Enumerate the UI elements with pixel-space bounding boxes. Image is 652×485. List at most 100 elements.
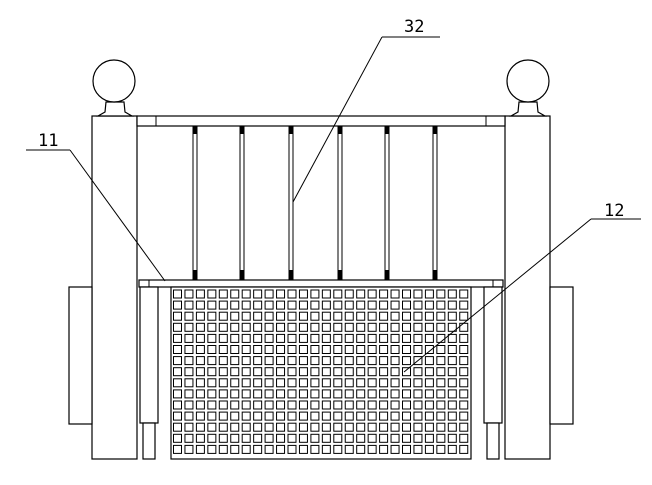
grid-cell [367, 289, 377, 299]
grid-cell [298, 422, 308, 432]
grid-cell [276, 389, 286, 399]
grid-cell [447, 300, 457, 310]
grid-cell [459, 311, 469, 321]
grid-cell [367, 422, 377, 432]
grid-cell [230, 433, 240, 443]
grid-cell [379, 422, 389, 432]
grid-cell [321, 422, 331, 432]
grid-cell [230, 411, 240, 421]
grid-cell [424, 345, 434, 354]
grid-cell [218, 322, 228, 332]
grid-cell [390, 422, 400, 432]
grid-cell [367, 378, 377, 388]
grid-cell [333, 333, 343, 343]
grid-cell [298, 378, 308, 388]
grid-cell [367, 389, 377, 399]
grid-cell [253, 367, 263, 377]
grid-cell [447, 333, 457, 343]
grid-cell [173, 300, 182, 310]
grid-cell [344, 311, 354, 321]
grid-cell [379, 300, 389, 310]
label-part-12: 12 [604, 201, 624, 221]
middle-rail [138, 279, 504, 288]
mesh-grid-panel [170, 286, 472, 460]
grid-cell [379, 367, 389, 377]
grid-cell [184, 289, 194, 299]
grid-cell [195, 400, 205, 410]
grid-cell [344, 367, 354, 377]
grid-cell [459, 378, 469, 388]
grid-cell [321, 411, 331, 421]
grid-cell [276, 400, 286, 410]
grid-cell [321, 433, 331, 443]
grid-cell [276, 444, 286, 454]
grid-cell [356, 333, 366, 343]
grid-cell [367, 400, 377, 410]
grid-cell [379, 389, 389, 399]
grid-cell [367, 444, 377, 454]
grid-cell [356, 411, 366, 421]
grid-cell [218, 389, 228, 399]
grid-cell [241, 378, 251, 388]
grid-cell [413, 367, 423, 377]
label-part-32: 32 [404, 17, 424, 37]
grid-cell [310, 400, 320, 410]
grid-cell [195, 433, 205, 443]
grid-cell [173, 433, 182, 443]
grid-cell [356, 433, 366, 443]
grid-cell [230, 378, 240, 388]
grid-cell [310, 444, 320, 454]
grid-cell [230, 422, 240, 432]
grid-cell [413, 311, 423, 321]
grid-cell [195, 322, 205, 332]
grid-cell [402, 367, 411, 377]
grid-cell [367, 356, 377, 366]
grid-cell [402, 300, 411, 310]
grid-cell [356, 345, 366, 354]
grid-cell [413, 444, 423, 454]
grid-cell [207, 289, 217, 299]
grid-cell [173, 356, 182, 366]
grid-cell [436, 400, 446, 410]
grid-cell [447, 378, 457, 388]
grid-cell [218, 422, 228, 432]
grid-cell [413, 333, 423, 343]
grid-cell [402, 356, 411, 366]
grid-cell [436, 311, 446, 321]
grid-cell [173, 422, 182, 432]
grid-cell [253, 300, 263, 310]
grid-cell [310, 422, 320, 432]
grid-cell [321, 367, 331, 377]
grid-cell [173, 311, 182, 321]
grid-cell [436, 356, 446, 366]
grid-cell [264, 289, 274, 299]
grid-cell [230, 333, 240, 343]
grid-cell [356, 322, 366, 332]
grid-cell [310, 333, 320, 343]
grid-cell [287, 367, 297, 377]
grid-cell [195, 345, 205, 354]
grid-cell [436, 345, 446, 354]
grid-cell [333, 389, 343, 399]
grid-cell [321, 389, 331, 399]
grid-cell [402, 333, 411, 343]
grid-cell [218, 444, 228, 454]
grid-cell [390, 345, 400, 354]
top-rail [136, 115, 506, 127]
grid-cell [207, 400, 217, 410]
grid-cell [287, 311, 297, 321]
grid-cell [356, 400, 366, 410]
grid-cell [333, 433, 343, 443]
grid-cell [218, 356, 228, 366]
grid-cell [321, 345, 331, 354]
grid-cell [390, 444, 400, 454]
grid-cell [344, 433, 354, 443]
grid-cell [241, 345, 251, 354]
grid-cell [298, 444, 308, 454]
grid-cell [241, 356, 251, 366]
grid-cell [390, 411, 400, 421]
grid-cell [230, 356, 240, 366]
grid-cell [413, 322, 423, 332]
grid-cell [241, 444, 251, 454]
grid-cell [184, 389, 194, 399]
